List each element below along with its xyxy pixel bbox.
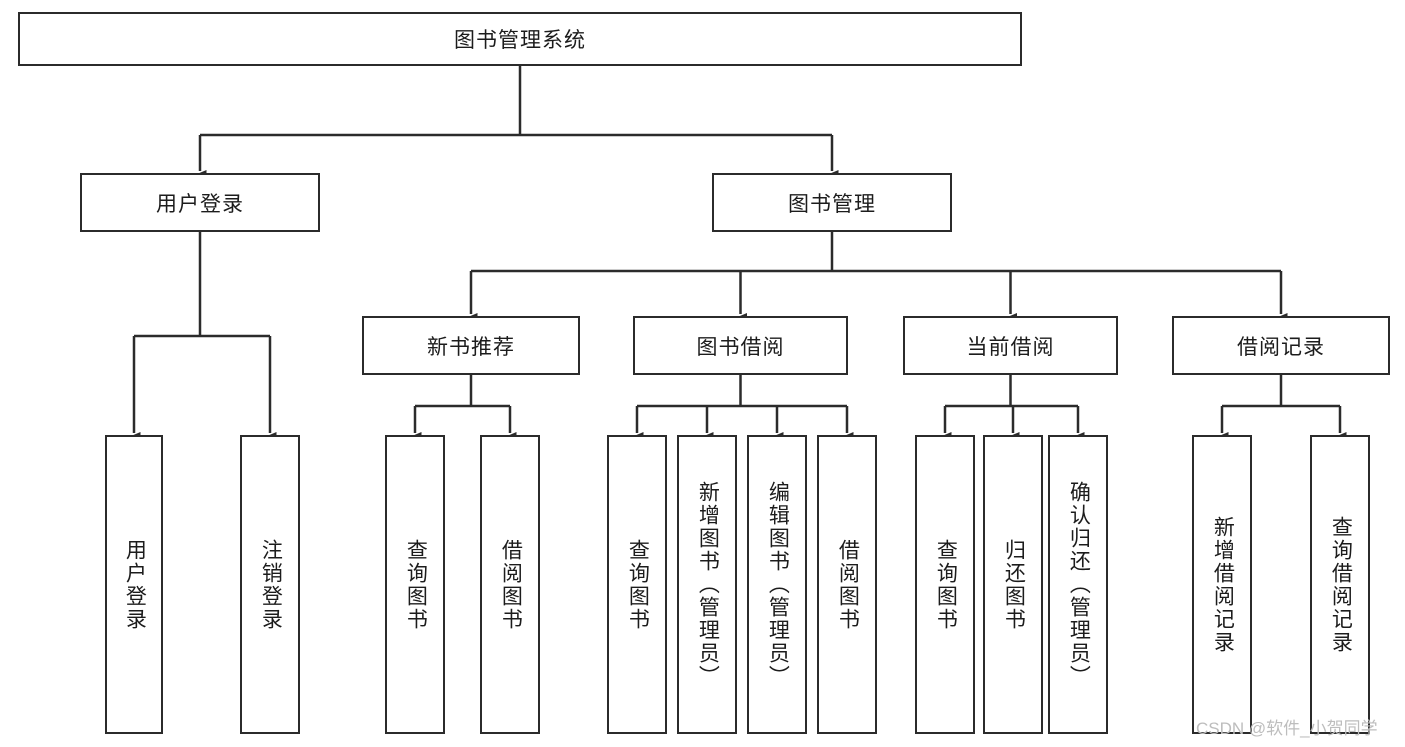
node-leaf-confirm-return[interactable]: 确认归还（管理员） <box>1048 435 1108 734</box>
node-leaf-add-record[interactable]: 新增借阅记录 <box>1192 435 1252 734</box>
node-label: 查询图书 <box>934 538 958 631</box>
node-label: 新增借阅记录 <box>1211 515 1235 654</box>
node-root[interactable]: 图书管理系统 <box>18 12 1022 66</box>
node-label: 新书推荐 <box>427 335 515 359</box>
node-records[interactable]: 借阅记录 <box>1172 316 1390 375</box>
node-leaf-query-book-1[interactable]: 查询图书 <box>385 435 445 734</box>
node-leaf-edit-book[interactable]: 编辑图书（管理员） <box>747 435 807 734</box>
edge-group <box>127 66 1347 443</box>
node-label: 借阅记录 <box>1237 335 1325 359</box>
node-label: 查询图书 <box>404 538 428 631</box>
node-leaf-user-login[interactable]: 用户登录 <box>105 435 163 734</box>
node-label: 确认归还（管理员） <box>1067 481 1091 688</box>
node-leaf-borrow-book-2[interactable]: 借阅图书 <box>817 435 877 734</box>
node-label: 用户登录 <box>123 538 147 631</box>
node-leaf-query-book-2[interactable]: 查询图书 <box>607 435 667 734</box>
node-label: 查询借阅记录 <box>1329 515 1353 654</box>
node-label: 图书管理系统 <box>454 29 586 52</box>
watermark-label: CSDN @软件_小贺同学 <box>1196 719 1378 738</box>
node-label: 当前借阅 <box>966 335 1055 359</box>
node-label: 借阅图书 <box>836 538 860 631</box>
node-leaf-logout[interactable]: 注销登录 <box>240 435 300 734</box>
node-leaf-add-book[interactable]: 新增图书（管理员） <box>677 435 737 734</box>
node-label: 查询图书 <box>626 538 650 631</box>
node-label: 用户登录 <box>156 192 244 216</box>
node-current[interactable]: 当前借阅 <box>903 316 1118 375</box>
node-leaf-query-record[interactable]: 查询借阅记录 <box>1310 435 1370 734</box>
node-leaf-query-book-3[interactable]: 查询图书 <box>915 435 975 734</box>
node-label: 新增图书（管理员） <box>696 481 720 688</box>
node-login[interactable]: 用户登录 <box>80 173 320 232</box>
node-label: 注销登录 <box>259 538 283 631</box>
node-label: 借阅图书 <box>499 538 523 631</box>
node-leaf-borrow-book-1[interactable]: 借阅图书 <box>480 435 540 734</box>
node-leaf-return-book[interactable]: 归还图书 <box>983 435 1043 734</box>
node-label: 归还图书 <box>1002 538 1026 631</box>
node-label: 图书管理 <box>788 192 876 216</box>
node-borrow[interactable]: 图书借阅 <box>633 316 848 375</box>
node-label: 编辑图书（管理员） <box>766 481 790 688</box>
node-newbook[interactable]: 新书推荐 <box>362 316 580 375</box>
node-bookmgmt[interactable]: 图书管理 <box>712 173 952 232</box>
node-label: 图书借阅 <box>696 335 785 359</box>
